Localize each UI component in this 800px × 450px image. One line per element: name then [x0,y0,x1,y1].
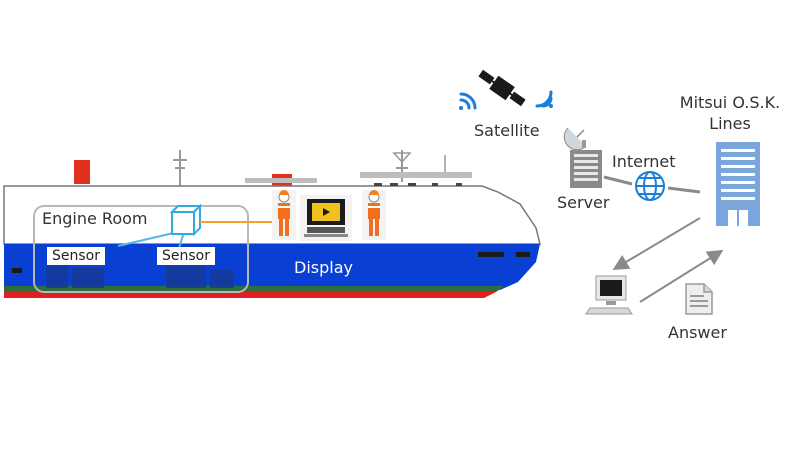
office-building-icon [716,142,760,226]
engine-room-label: Engine Room [42,209,148,228]
company-name-line2: Lines [709,114,751,133]
lower-hull-blue [4,244,540,290]
hull-marks [12,252,530,273]
hull-windows [374,183,462,186]
internet-label: Internet [612,152,676,171]
internet-to-office-link [667,186,701,194]
satellite-label: Satellite [474,121,540,140]
wifi-signal-icon-2 [535,90,553,108]
document-icon [685,283,713,315]
sensor-hub-icon [169,203,203,237]
server-to-internet-link [603,175,633,186]
sensor-link-left [117,231,179,247]
hull-stripe-red [4,292,496,298]
sensor-label-right: Sensor [157,247,215,265]
mast-left [173,150,187,186]
crew-member-icon-2 [362,190,386,240]
funnel-left [74,160,90,184]
company-name-line1: Mitsui O.S.K. [679,93,781,112]
hull-stripe-green [4,286,504,292]
sensor-label-left: Sensor [47,247,105,265]
display-label: Display [294,258,353,277]
globe-icon [635,171,665,201]
deck-rail [245,172,472,183]
company-name: Mitsui O.S.K. Lines [668,92,792,134]
answer-label: Answer [668,323,727,342]
engine-machinery [46,264,234,288]
engine-room-box [33,205,249,293]
arrow-computer-to-office [639,249,724,303]
satellite-icon [478,69,526,107]
arrow-office-to-computer [612,217,701,271]
server-label: Server [557,193,610,212]
computer-icon [585,275,633,315]
server-icon [563,127,602,188]
monitor-icon [300,195,352,241]
wifi-signal-icon [459,92,477,110]
crew-member-icon [272,190,296,240]
